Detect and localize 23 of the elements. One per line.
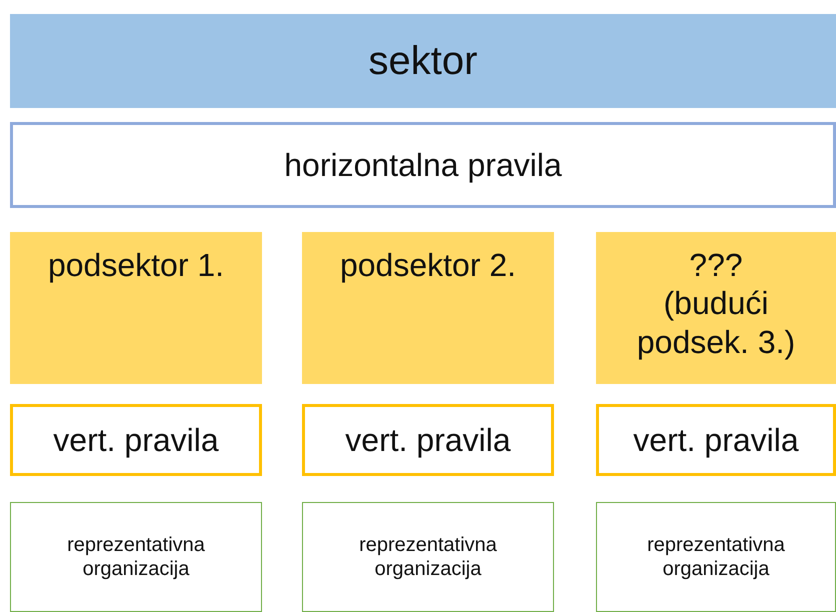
label-text: (budući podsek. 3.) bbox=[636, 284, 796, 362]
organization-box bbox=[596, 502, 836, 612]
sector-banner bbox=[10, 14, 836, 108]
rules-box bbox=[596, 404, 836, 476]
label-text: reprezentativna organizacija bbox=[66, 533, 206, 581]
label-text: vert. pravila bbox=[345, 420, 511, 460]
rules-box bbox=[10, 404, 262, 476]
label-text: podsektor 1. bbox=[48, 246, 224, 284]
label-text: sektor bbox=[368, 38, 478, 85]
rules-box bbox=[10, 122, 836, 208]
label-text: reprezentativna organizacija bbox=[358, 533, 498, 581]
subsector-box bbox=[596, 232, 836, 384]
label-text: reprezentativna organizacija bbox=[646, 533, 786, 581]
label-text: vert. pravila bbox=[53, 420, 219, 460]
subsector-box bbox=[302, 232, 554, 384]
subsector-box bbox=[10, 232, 262, 384]
rules-box bbox=[302, 404, 554, 476]
label-text: horizontalna pravila bbox=[284, 146, 562, 184]
label-text: ??? bbox=[689, 246, 743, 284]
label-text: vert. pravila bbox=[633, 420, 799, 460]
organization-box bbox=[302, 502, 554, 612]
label-text: podsektor 2. bbox=[340, 246, 516, 284]
organization-box bbox=[10, 502, 262, 612]
